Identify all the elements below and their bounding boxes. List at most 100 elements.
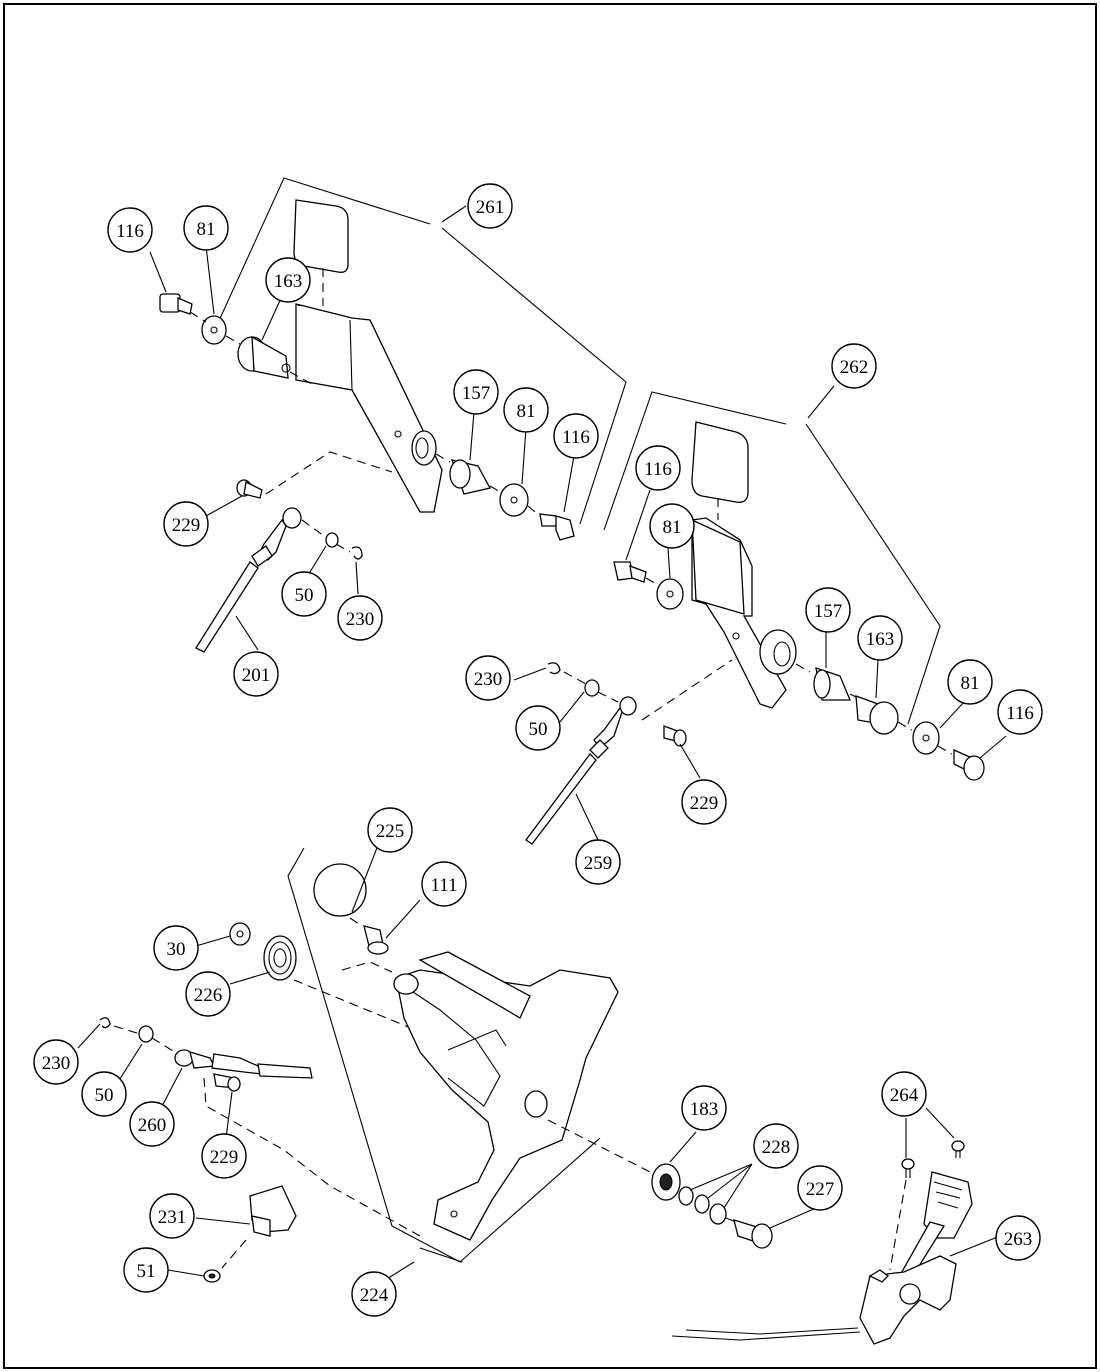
callout-circle <box>831 343 877 389</box>
clip-230-c <box>99 1017 111 1029</box>
callout-262: 262 <box>831 343 877 389</box>
bolt-116-b <box>539 513 575 541</box>
callout-label: 50 <box>295 585 314 606</box>
callout-circle <box>575 839 621 885</box>
callout-116-a: 116 <box>107 207 153 253</box>
sleeve-157-a <box>449 459 491 495</box>
callout-183: 183 <box>681 1085 727 1131</box>
brake-pedal-assembly-left <box>159 177 627 653</box>
callout-227: 227 <box>797 1165 843 1211</box>
callout-label: 229 <box>172 515 201 536</box>
pedal-bracket-assembly-lower <box>99 847 973 1345</box>
callout-label: 228 <box>762 1137 791 1158</box>
callout-224: 224 <box>351 1271 397 1317</box>
callout-50-c: 50 <box>81 1071 127 1117</box>
callout-circle <box>515 705 561 751</box>
clip-230-b <box>547 662 561 675</box>
callout-label: 226 <box>194 985 223 1006</box>
callout-label: 227 <box>806 1179 835 1200</box>
callout-label: 116 <box>562 427 590 448</box>
callout-label: 261 <box>476 197 505 218</box>
callout-230-b: 230 <box>465 655 511 701</box>
callout-label: 183 <box>690 1099 719 1120</box>
screw-264-b <box>951 1140 965 1158</box>
callout-circle <box>503 387 549 433</box>
bumper-231 <box>249 1185 297 1237</box>
callout-81-c: 81 <box>649 503 695 549</box>
callout-circle <box>681 779 727 825</box>
callout-label: 225 <box>376 821 405 842</box>
rod-end-260 <box>174 1049 313 1079</box>
callout-50-b: 50 <box>515 705 561 751</box>
nut-51 <box>203 1269 221 1283</box>
callout-263: 263 <box>995 1215 1041 1261</box>
callout-229-a: 229 <box>163 501 209 547</box>
leader-lines <box>77 205 1007 1283</box>
bushing-163-b <box>855 695 899 735</box>
callout-label: 263 <box>1004 1229 1033 1250</box>
callout-111: 111 <box>421 861 467 907</box>
callout-label: 111 <box>430 875 457 896</box>
pin-227 <box>733 1219 773 1249</box>
callout-circle <box>947 659 993 705</box>
callout-50-a: 50 <box>281 571 327 617</box>
callout-circle <box>81 1071 127 1117</box>
sleeve-157-b <box>813 667 851 701</box>
callout-label: 224 <box>360 1285 389 1306</box>
pin-229-b <box>663 725 687 747</box>
callout-261: 261 <box>467 183 513 229</box>
callout-label: 231 <box>158 1207 187 1228</box>
callout-label: 157 <box>462 383 491 404</box>
callout-259: 259 <box>575 839 621 885</box>
callout-225: 225 <box>367 807 413 853</box>
callout-163-a: 163 <box>265 257 311 303</box>
spring-226 <box>263 935 297 981</box>
washer-81-a <box>201 315 227 345</box>
callout-51: 51 <box>123 1247 169 1293</box>
callout-circle <box>635 445 681 491</box>
throttle-pedal-263 <box>671 1171 973 1345</box>
callout-260: 260 <box>129 1101 175 1147</box>
callout-circle <box>553 413 599 459</box>
callout-circle <box>107 207 153 253</box>
callout-label: 229 <box>690 793 719 814</box>
washer-81-c <box>656 578 684 610</box>
callout-circle <box>183 205 229 251</box>
callout-circle <box>149 1193 195 1239</box>
callout-157-b: 157 <box>805 587 851 633</box>
callout-229-c: 229 <box>201 1133 247 1179</box>
callout-label: 50 <box>529 719 548 740</box>
bolt-116-c <box>613 561 647 583</box>
callout-circle <box>753 1123 799 1169</box>
callout-circle <box>233 651 279 697</box>
callout-label: 51 <box>137 1261 156 1282</box>
callout-201: 201 <box>233 651 279 697</box>
callout-circle <box>805 587 851 633</box>
callout-circle <box>337 595 383 641</box>
callout-157-a: 157 <box>453 369 499 415</box>
stud-111 <box>363 925 389 955</box>
bolt-116-d <box>953 748 985 781</box>
callout-circle <box>153 925 199 971</box>
callout-label: 157 <box>814 601 843 622</box>
washer-228-c <box>709 1203 727 1225</box>
callout-label: 262 <box>840 357 869 378</box>
callout-label: 81 <box>961 673 980 694</box>
callout-label: 264 <box>890 1085 919 1106</box>
clip-230-a <box>351 546 363 560</box>
pin-229-a <box>236 479 263 499</box>
callout-230-a: 230 <box>337 595 383 641</box>
washer-228-a <box>678 1186 694 1206</box>
bolt-116-a <box>159 293 193 315</box>
callout-label: 116 <box>644 459 672 480</box>
callout-circle <box>281 571 327 617</box>
callout-circle <box>649 503 695 549</box>
callout-label: 50 <box>95 1085 114 1106</box>
callout-label: 116 <box>116 221 144 242</box>
nut-30 <box>229 922 251 946</box>
callout-circle <box>421 861 467 907</box>
callout-226: 226 <box>185 971 231 1017</box>
callout-label: 163 <box>274 271 303 292</box>
